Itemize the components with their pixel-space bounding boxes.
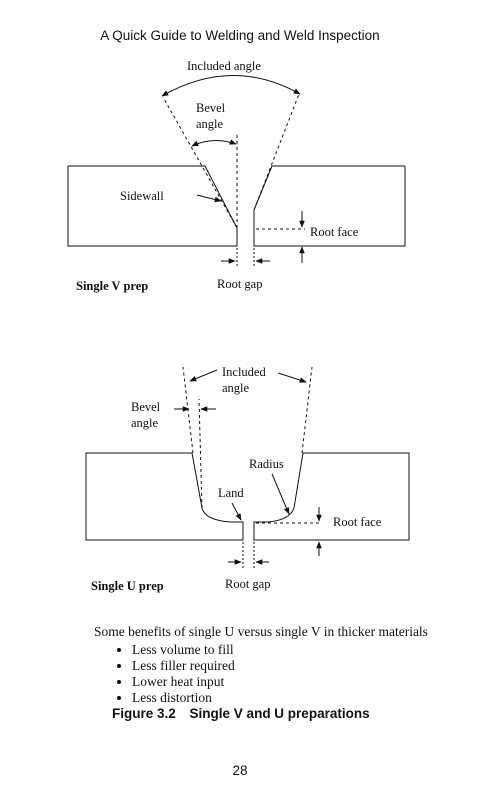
- single-v-root-gap-label: Root gap: [217, 277, 262, 291]
- benefit-item: Lower heat input: [132, 674, 428, 690]
- single-v-bevel-label-1: Bevel: [196, 101, 226, 115]
- single-u-left-plate: [85, 452, 244, 541]
- single-v-bevel-label-2: angle: [196, 117, 224, 131]
- single-u-bevel-label-1: Bevel: [131, 400, 161, 414]
- benefit-item: Less volume to fill: [132, 642, 428, 658]
- benefits-intro: Some benefits of single U versus single …: [94, 624, 428, 639]
- single-u-land-label: Land: [218, 486, 244, 500]
- benefits-list: Less volume to fill Less filler required…: [94, 642, 428, 706]
- single-u-root-face-label: Root face: [333, 515, 382, 529]
- single-v-sidewall-label: Sidewall: [120, 189, 164, 203]
- single-u-included-label-1: Included: [222, 365, 266, 379]
- single-v-right-plate: [253, 165, 406, 247]
- single-u-diagram: Included angle Bevel angle Radius Land R…: [85, 365, 410, 593]
- page-number: 28: [232, 763, 248, 778]
- figure-number: Figure 3.2: [112, 706, 176, 721]
- bevel-angle-arc: [191, 139, 237, 147]
- figure-caption: Figure 3.2 Single V and U preparations: [112, 706, 380, 721]
- single-v-caption: Single V prep: [76, 279, 148, 293]
- single-u-bevel-label-2: angle: [131, 416, 159, 430]
- single-u-included-label-2: angle: [222, 381, 250, 395]
- single-u-radius-label: Radius: [249, 457, 284, 471]
- single-v-root-face-label: Root face: [310, 225, 359, 239]
- single-v-left-plate: [67, 165, 238, 247]
- benefit-item: Less filler required: [132, 658, 428, 674]
- single-u-caption: Single U prep: [91, 579, 164, 593]
- benefit-item: Less distortion: [132, 690, 428, 706]
- single-u-right-plate: [253, 452, 410, 541]
- single-v-diagram: Included angle Bevel angle Sidewall Root…: [67, 59, 406, 293]
- included-angle-arc: [161, 75, 301, 97]
- page-header: A Quick Guide to Welding and Weld Inspec…: [100, 28, 380, 43]
- single-u-root-gap-label: Root gap: [225, 577, 270, 591]
- figure-title: Single V and U preparations: [189, 706, 370, 721]
- single-v-included-angle-label: Included angle: [187, 59, 261, 73]
- benefits-section: Some benefits of single U versus single …: [94, 624, 428, 706]
